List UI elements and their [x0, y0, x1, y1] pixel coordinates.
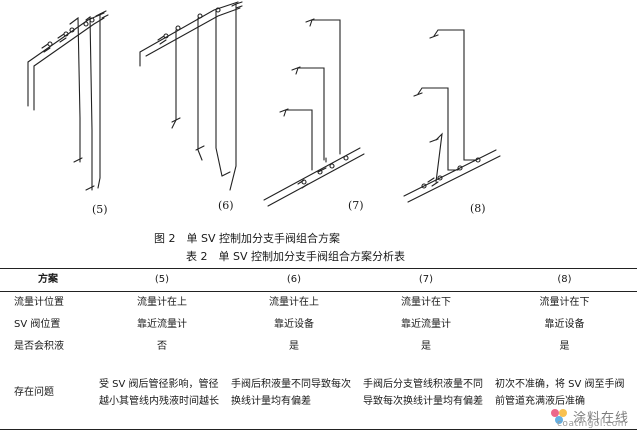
scheme-6-drawing [139, 1, 243, 191]
table-cell: 靠近流量计 [401, 318, 451, 330]
scheme-7-label: (7) [348, 199, 364, 212]
table-cell: 手阀后积液量不同导致每次换线计量均有偏差 [228, 357, 360, 430]
table-cell: 是 [559, 340, 570, 352]
table-cell: 流量计在下 [401, 296, 451, 308]
pipe-schematic-figure: (5) (6) (7) (8) [27, 1, 501, 216]
table-cell: 受 SV 阀后管径影响，管径越小其管线内残液时间越长 [96, 357, 228, 430]
table-row: 流量计位置 流量计在上 流量计在上 流量计在下 流量计在下 [0, 292, 637, 314]
scheme-5-label: (5) [92, 203, 108, 216]
row-label: 流量计位置 [14, 296, 64, 308]
watermark-logo-icon [550, 409, 567, 424]
table-cell: 是 [421, 340, 431, 352]
table-cell: 靠近流量计 [137, 318, 187, 330]
header-scheme-7: (7) [360, 268, 492, 292]
header-scheme-8: (8) [492, 268, 637, 292]
table-header-row: 方案 (5) (6) (7) (8) [0, 268, 637, 292]
watermark: 涂料在线 coatingol.com [548, 405, 629, 429]
table-cell: 手阀后分支管线积液量不同导致每次换线计量均有偏差 [360, 357, 492, 430]
row-label: SV 阀位置 [14, 318, 61, 330]
row-label: 存在问题 [0, 357, 96, 430]
table-cell: 靠近设备 [544, 318, 585, 330]
analysis-table: 方案 (5) (6) (7) (8) 流量计位置 流量计在上 流量计在上 流量计… [0, 268, 637, 430]
table-cell: 是 [289, 340, 299, 352]
table-row: SV 阀位置 靠近流量计 靠近设备 靠近流量计 靠近设备 [0, 314, 637, 336]
scheme-8-drawing [403, 29, 501, 203]
table-cell: 流量计在上 [137, 296, 187, 308]
table-cell: 初次不准确，将 SV 阀至手阀前管道充满液后准确 [492, 357, 637, 430]
table-cell: 靠近设备 [274, 318, 314, 330]
table-cell: 流量计在下 [539, 296, 590, 308]
header-scheme-6: (6) [228, 268, 360, 292]
table-cell: 否 [157, 340, 167, 352]
scheme-7-drawing [263, 18, 365, 207]
watermark-url: coatingol.com [556, 419, 627, 429]
row-label: 是否会积液 [14, 340, 64, 352]
table-row: 存在问题 受 SV 阀后管径影响，管径越小其管线内残液时间越长 手阀后积液量不同… [0, 357, 637, 430]
table-title: 表 2 单 SV 控制加分支手阀组合方案分析表 [186, 250, 405, 263]
pipe-schematic-drawing [27, 1, 501, 207]
header-scheme: 方案 [0, 268, 96, 292]
watermark-text: 涂料在线 [572, 410, 629, 426]
scheme-8-label: (8) [470, 202, 486, 215]
header-scheme-5: (5) [96, 268, 228, 292]
table-cell: 流量计在上 [269, 296, 319, 308]
scheme-5-drawing [27, 10, 109, 191]
figure-caption: 图 2 单 SV 控制加分支手阀组合方案 [154, 232, 340, 245]
table-row: 是否会积液 否 是 是 是 [0, 336, 637, 358]
scheme-6-label: (6) [218, 199, 234, 212]
